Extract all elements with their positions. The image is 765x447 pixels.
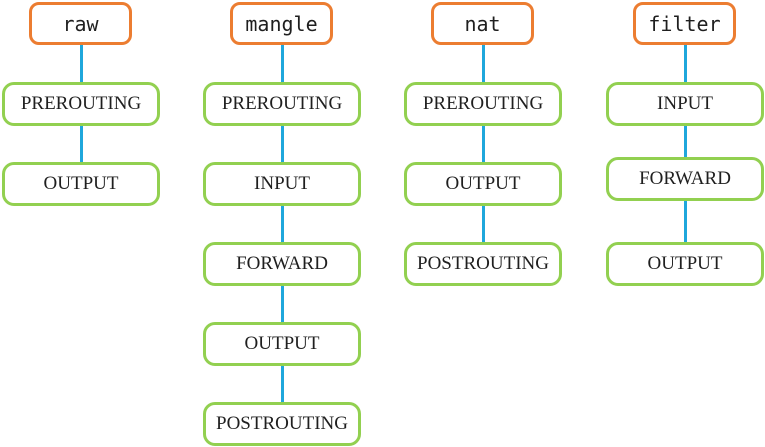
table-nat: nat [431, 2, 534, 45]
chain-box: POSTROUTING [404, 242, 562, 286]
column-raw: raw PREROUTING OUTPUT [2, 0, 160, 447]
chain-box: OUTPUT [203, 322, 361, 366]
chain-box: OUTPUT [606, 242, 764, 286]
chain-box: PREROUTING [404, 82, 562, 126]
connector-line [281, 45, 284, 82]
chain-box: OUTPUT [2, 162, 160, 206]
connector-line [482, 206, 485, 242]
connector-line [281, 286, 284, 322]
connector-line [281, 366, 284, 402]
column-mangle: mangle PREROUTING INPUT FORWARD OUTPUT P… [203, 0, 361, 447]
chain-box: OUTPUT [404, 162, 562, 206]
column-nat: nat PREROUTING OUTPUT POSTROUTING [404, 0, 562, 447]
chain-box: POSTROUTING [203, 402, 361, 446]
connector-line [281, 126, 284, 162]
connector-line [684, 126, 687, 157]
chain-box: FORWARD [606, 157, 764, 201]
chain-box: INPUT [606, 82, 764, 126]
chain-box: PREROUTING [2, 82, 160, 126]
connector-line [80, 45, 83, 82]
connector-line [684, 201, 687, 242]
table-mangle: mangle [230, 2, 333, 45]
connector-line [281, 206, 284, 242]
chain-box: PREROUTING [203, 82, 361, 126]
column-filter: filter INPUT FORWARD OUTPUT [606, 0, 764, 447]
table-filter: filter [633, 2, 736, 45]
connector-line [684, 45, 687, 82]
connector-line [482, 126, 485, 162]
chain-box: FORWARD [203, 242, 361, 286]
chain-box: INPUT [203, 162, 361, 206]
table-raw: raw [29, 2, 132, 45]
connector-line [80, 126, 83, 162]
connector-line [482, 45, 485, 82]
